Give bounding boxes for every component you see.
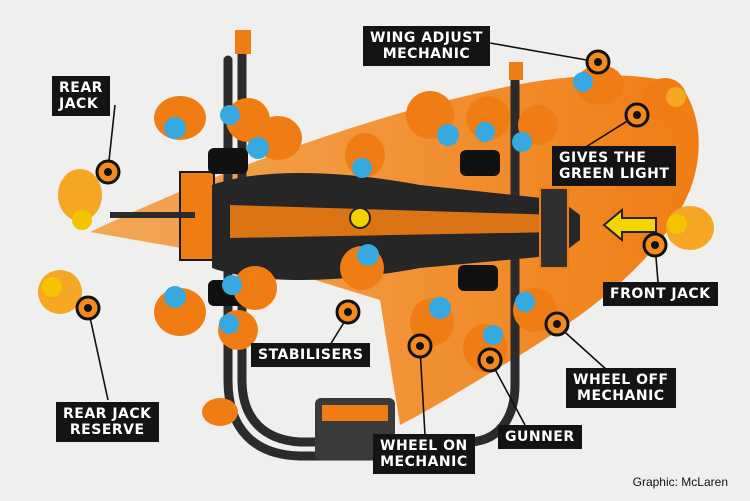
- gantry-top-clamp: [235, 30, 251, 54]
- marker-rear-jack-reserve: [75, 295, 101, 321]
- race-car: [179, 148, 580, 306]
- gantry-top-clamp-right: [509, 62, 523, 80]
- mechanics: [38, 65, 714, 426]
- front-wing: [539, 187, 569, 269]
- car-livery-stripe: [230, 205, 560, 238]
- marker-rear-jack: [95, 159, 121, 185]
- pit-gantry: [223, 40, 520, 461]
- wheel-rear-left: [208, 148, 248, 174]
- graphic-credit: Graphic: McLaren: [632, 475, 728, 489]
- label-rear-jack-reserve: REAR JACK RESERVE: [56, 402, 159, 442]
- driver-helmet: [349, 207, 371, 229]
- wheel-front-right: [458, 265, 498, 291]
- label-gunner: GUNNER: [498, 425, 582, 449]
- front-jack-arrow: [602, 207, 657, 243]
- marker-wheel-off: [544, 311, 570, 337]
- marker-front-jack: [642, 232, 668, 258]
- label-front-jack: FRONT JACK: [603, 282, 718, 306]
- marker-gunner: [477, 347, 503, 373]
- label-wheel-on-mechanic: WHEEL ON MECHANIC: [373, 434, 475, 474]
- wheel-front-left: [460, 150, 500, 176]
- marker-stabilisers: [335, 299, 361, 325]
- marker-wheel-on: [407, 333, 433, 359]
- label-gives-green-light: GIVES THE GREEN LIGHT: [552, 146, 677, 186]
- marker-wing-adjust: [585, 49, 611, 75]
- callout-markers: [75, 49, 668, 373]
- marker-green-light: [624, 102, 650, 128]
- label-wing-adjust-mechanic: WING ADJUST MECHANIC: [363, 26, 490, 66]
- label-wheel-off-mechanic: WHEEL OFF MECHANIC: [566, 368, 676, 408]
- label-stabilisers: STABILISERS: [251, 343, 371, 367]
- label-rear-jack: REAR JACK: [52, 76, 110, 116]
